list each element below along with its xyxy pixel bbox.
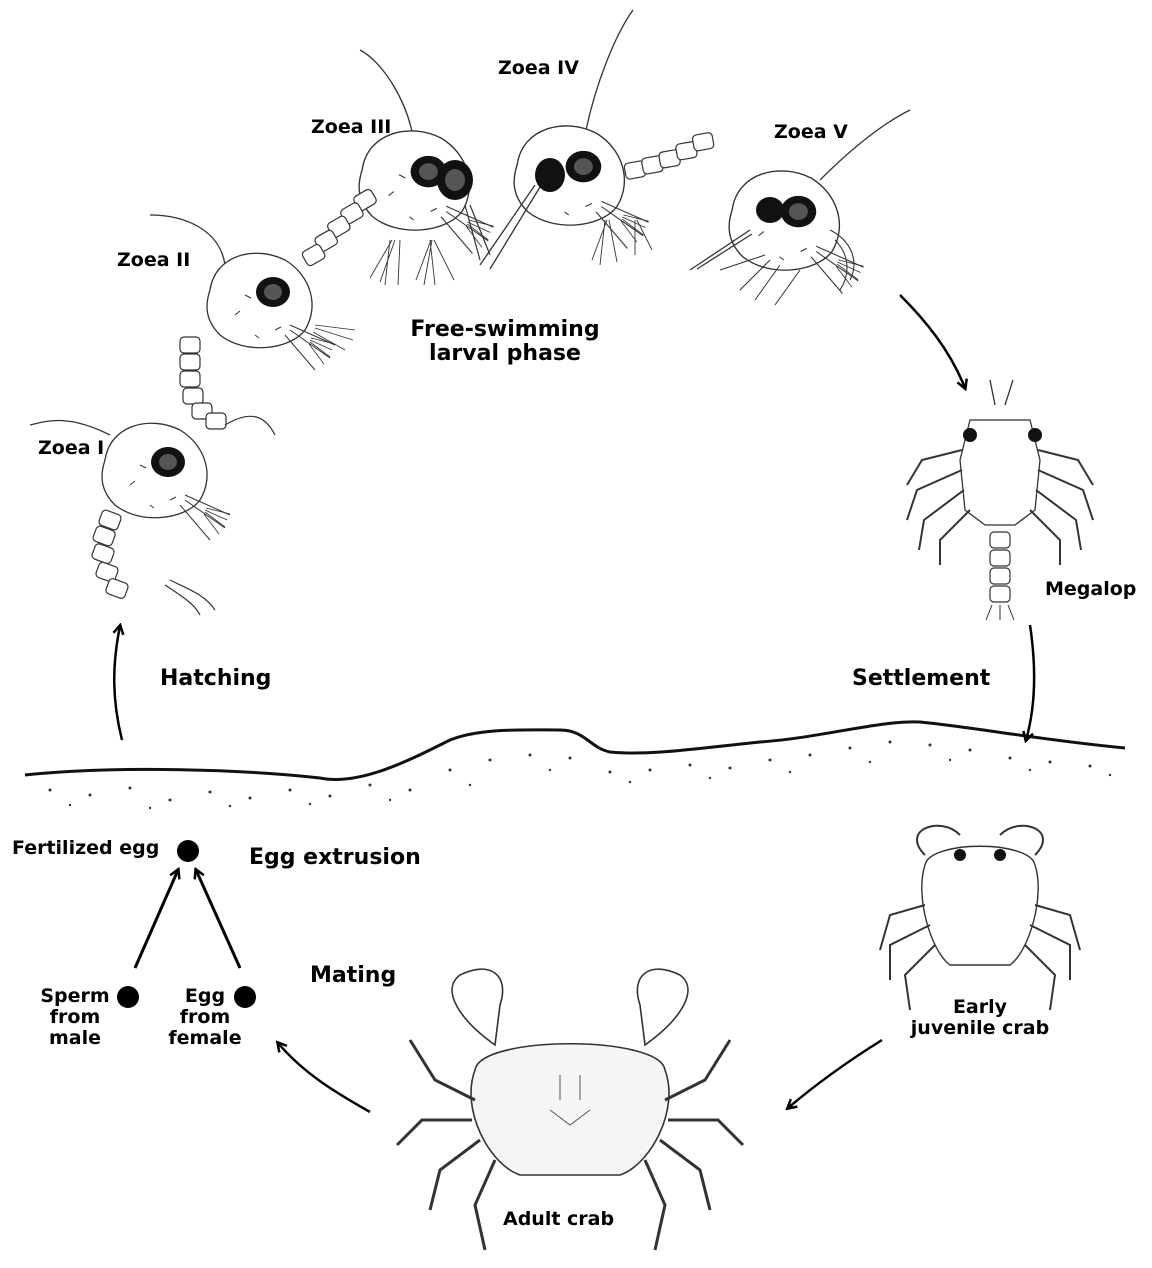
zoea-4-illustration [480, 10, 717, 269]
arrow-hatching [114, 626, 122, 740]
larval-phase-label: Free-swimming larval phase [380, 318, 630, 366]
arrow-egg-to-fertilized [196, 870, 240, 968]
zoea-1-label: Zoea I [38, 438, 104, 459]
zoea-4-label: Zoea IV [498, 58, 579, 79]
zoea-5-label: Zoea V [774, 122, 848, 143]
zoea-2-label: Zoea II [117, 250, 190, 271]
arrow-settlement [1026, 625, 1034, 740]
fertilized-egg-dot [177, 840, 199, 862]
egg-from-female-label: Egg from female [160, 986, 250, 1049]
zoea-3-illustration [290, 50, 494, 285]
adult-crab-label: Adult crab [503, 1209, 614, 1230]
sperm-label: Sperm from male [25, 986, 125, 1049]
egg-extrusion-label: Egg extrusion [249, 846, 421, 870]
arrow-adult-to-gametes [278, 1043, 370, 1112]
zoea-3-label: Zoea III [311, 117, 391, 138]
arrow-zoea5-to-megalop [900, 295, 965, 388]
fertilized-egg-label: Fertilized egg [12, 838, 159, 859]
arrow-sperm-to-egg [135, 870, 178, 968]
mating-label: Mating [310, 964, 396, 988]
hatching-label: Hatching [160, 667, 271, 691]
megalop-label: Megalop [1045, 579, 1136, 600]
juvenile-crab-illustration [880, 826, 1080, 1010]
early-juvenile-label: Early juvenile crab [890, 997, 1070, 1039]
settlement-label: Settlement [852, 667, 990, 691]
sediment-layer [25, 722, 1125, 809]
arrow-juvenile-to-adult [788, 1040, 882, 1108]
